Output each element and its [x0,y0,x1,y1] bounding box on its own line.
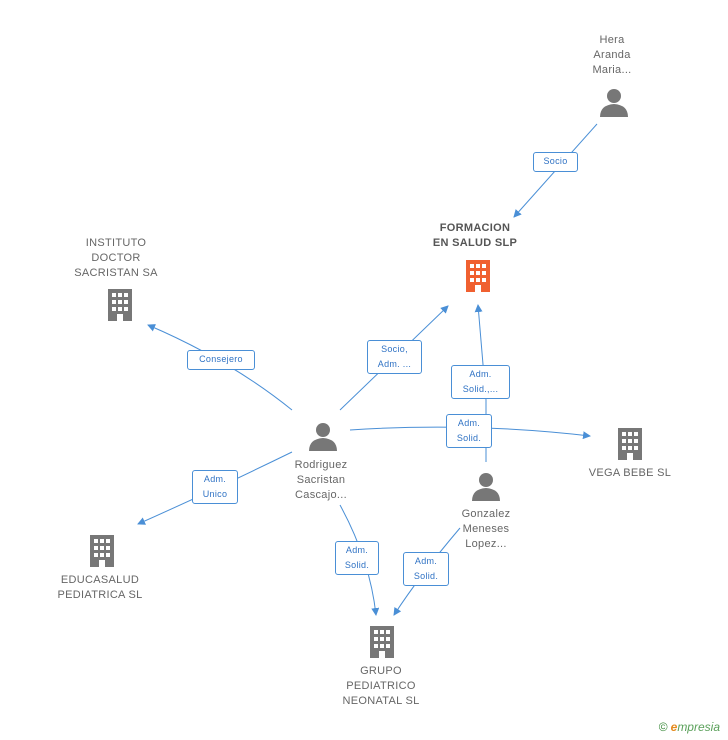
node-label-vega: VEGA BEBE SL [588,467,672,479]
relation-label-socio[interactable]: Socio [533,152,578,172]
relation-label-socio-adm[interactable]: Socio, Adm. ... [367,340,422,374]
building-icon[interactable] [104,287,136,321]
node-label-grupo: GRUPO PEDIATRICO NEONATAL SL [342,665,420,707]
node-label-gonzalez: Gonzalez Meneses Lopez... [461,508,511,550]
building-icon[interactable] [462,258,494,292]
node-label-formacion: FORMACION EN SALUD SLP [432,222,518,249]
relation-label-adm-solid-formacion[interactable]: Adm. Solid.,... [451,365,510,399]
relation-label-adm-solid-vega[interactable]: Adm. Solid. [446,414,492,448]
relation-label-adm-unico[interactable]: Adm. Unico [192,470,238,504]
relation-label-consejero[interactable]: Consejero [187,350,255,370]
building-icon[interactable] [614,426,646,460]
relation-label-adm-solid-rodriguez-grupo[interactable]: Adm. Solid. [335,541,379,575]
person-icon[interactable] [598,88,630,118]
building-icon[interactable] [366,624,398,658]
copyright-symbol: © [658,720,668,734]
person-icon[interactable] [307,422,339,452]
brand-initial: e [670,720,678,734]
node-label-rodriguez: Rodriguez Sacristan Cascajo... [294,459,348,501]
brand-logo[interactable]: ©empresia [659,720,720,734]
node-label-instituto: INSTITUTO DOCTOR SACRISTAN SA [74,237,158,279]
brand-name: mpresia [677,720,720,734]
building-icon[interactable] [86,533,118,567]
node-label-educasalud: EDUCASALUD PEDIATRICA SL [57,574,143,601]
node-label-hera: Hera Aranda Maria... [592,34,632,76]
person-icon[interactable] [470,472,502,502]
relation-label-adm-solid-gonzalez-grupo[interactable]: Adm. Solid. [403,552,449,586]
